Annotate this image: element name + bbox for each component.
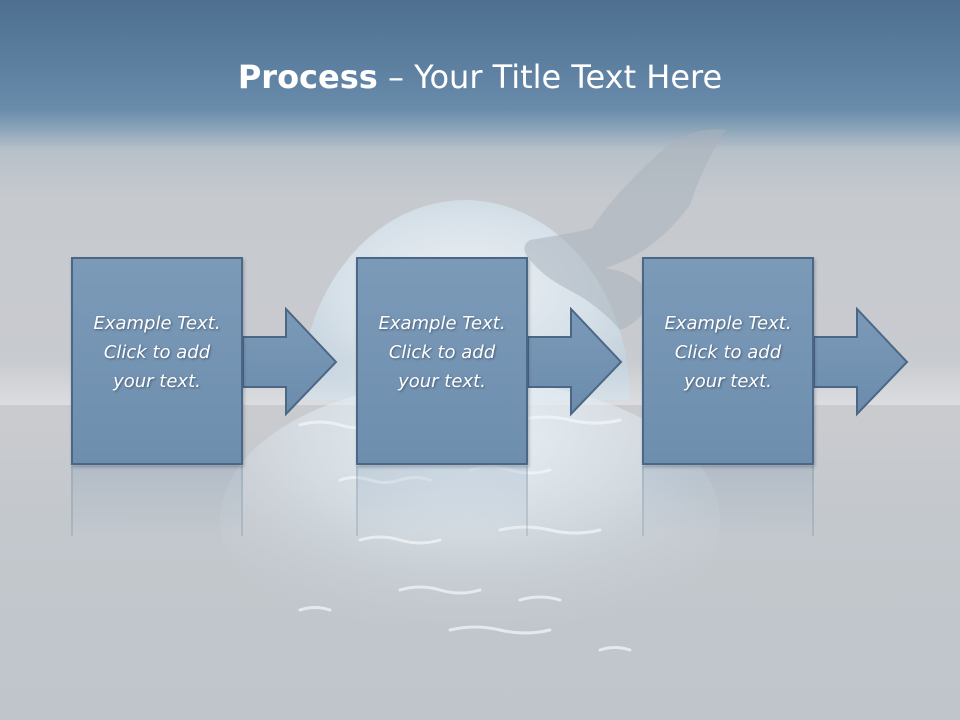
arrow-right-icon-1[interactable]: [242, 307, 338, 417]
step-3-line-2: Click to add: [674, 342, 782, 363]
step-1-line-2: Click to add: [103, 342, 211, 363]
slide-title[interactable]: Process – Your Title Text Here: [0, 52, 960, 102]
step-2-text[interactable]: Example Text. Click to add your text.: [358, 309, 526, 396]
step-2-line-2: Click to add: [388, 342, 496, 363]
arrow-right-icon-3[interactable]: [813, 307, 909, 417]
step-3-reflection: [642, 466, 814, 536]
bird-silhouette-icon: [524, 129, 726, 330]
process-step-3[interactable]: Example Text. Click to add your text.: [642, 257, 814, 465]
step-3-line-3: your text.: [684, 371, 772, 392]
step-3-line-1: Example Text.: [664, 313, 792, 334]
arrow-right-icon-2[interactable]: [527, 307, 623, 417]
step-1-reflection: [71, 466, 243, 536]
step-2-reflection: [356, 466, 528, 536]
step-3-text[interactable]: Example Text. Click to add your text.: [644, 309, 812, 396]
title-rest: – Your Title Text Here: [377, 58, 723, 96]
step-1-line-3: your text.: [113, 371, 201, 392]
step-2-line-3: your text.: [398, 371, 486, 392]
process-step-1[interactable]: Example Text. Click to add your text.: [71, 257, 243, 465]
process-step-2[interactable]: Example Text. Click to add your text.: [356, 257, 528, 465]
step-1-line-1: Example Text.: [93, 313, 221, 334]
step-1-text[interactable]: Example Text. Click to add your text.: [73, 309, 241, 396]
water-ripples: [298, 415, 632, 652]
title-strong: Process: [237, 58, 378, 96]
step-2-line-1: Example Text.: [378, 313, 506, 334]
